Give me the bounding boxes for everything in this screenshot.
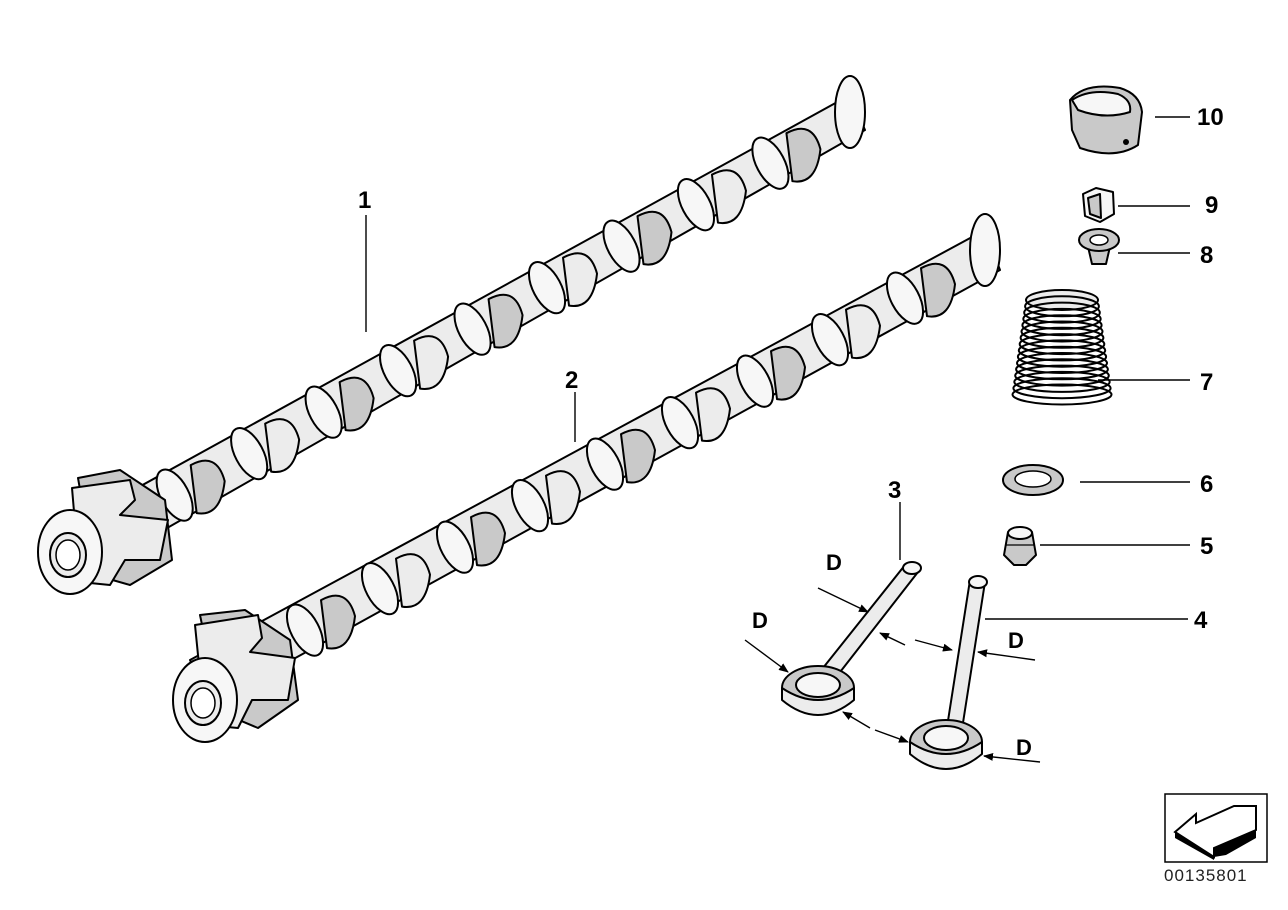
cam-journal — [660, 396, 700, 450]
callout-8: 8 — [1200, 242, 1213, 269]
spring-coil — [1016, 352, 1108, 374]
bucket-tappet — [1069, 85, 1143, 155]
cam-lobe — [320, 594, 356, 650]
dimension-label-d-head-4: D — [1016, 735, 1032, 760]
cam-lobe — [620, 428, 656, 484]
cam-journal — [510, 479, 550, 533]
valve-4 — [909, 575, 988, 770]
spring-coil — [1017, 339, 1107, 362]
spring-seat-washer — [1002, 464, 1064, 496]
callout-2: 2 — [565, 367, 578, 394]
callout-5: 5 — [1200, 533, 1213, 560]
cam-journal — [379, 344, 418, 398]
cam-journal — [435, 520, 475, 574]
callout-3: 3 — [888, 477, 901, 504]
cam-lobe — [413, 335, 450, 391]
callout-6: 6 — [1200, 471, 1213, 498]
cam-journal — [885, 271, 925, 325]
callout-4: 4 — [1194, 607, 1208, 634]
cam-lobe — [545, 470, 581, 526]
cam-journal — [676, 178, 716, 232]
dimension-label-d-stem-4: D — [1008, 628, 1024, 653]
cam-lobe — [636, 210, 673, 266]
cam-journal — [453, 302, 492, 356]
cam-lobe — [264, 418, 301, 473]
cam-journal — [360, 562, 400, 616]
cam-lobe — [785, 127, 822, 183]
cam-journal — [304, 385, 343, 439]
cam-journal — [602, 219, 641, 273]
reference-number: 00135801 — [1164, 866, 1248, 885]
spring-coil — [1023, 301, 1101, 324]
callout-9: 9 — [1205, 192, 1218, 219]
spring-coil — [1020, 320, 1104, 343]
cam-journal — [735, 354, 775, 408]
direction-arrow-icon — [1164, 793, 1268, 863]
valve-spring — [1011, 289, 1113, 406]
spring-coil — [1019, 326, 1105, 349]
dimension-label-d-stem-3: D — [826, 550, 842, 575]
cam-lobe — [338, 376, 375, 432]
cam-journal — [585, 437, 625, 491]
spring-coil — [1022, 307, 1102, 330]
callout-7: 7 — [1200, 369, 1213, 396]
leader-lines — [365, 116, 1190, 620]
camshaft-1 — [37, 75, 866, 595]
cam-lobe — [710, 169, 747, 225]
spring-coil — [1015, 358, 1109, 381]
spring-coil — [1018, 333, 1106, 356]
cam-journal — [230, 427, 269, 481]
callout-10: 10 — [1197, 104, 1224, 131]
cam-lobe — [487, 293, 524, 349]
cam-journal — [285, 603, 325, 657]
cam-lobe — [189, 459, 226, 515]
cam-journal — [810, 313, 850, 367]
dimension-label-d-head-3: D — [752, 608, 768, 633]
spring-coil — [1011, 383, 1113, 406]
cam-journal — [751, 136, 790, 190]
cam-lobe — [770, 345, 806, 401]
spring-coil — [1012, 377, 1112, 400]
spring-retainer — [1078, 228, 1120, 265]
cam-lobe — [562, 252, 599, 308]
spring-coil — [1016, 345, 1108, 368]
cam-lobe — [395, 553, 431, 608]
spring-coil — [1021, 314, 1103, 337]
valve-3 — [781, 561, 922, 716]
cam-lobe — [470, 511, 506, 567]
callout-1: 1 — [358, 187, 371, 214]
spring-coil — [1024, 295, 1100, 318]
spring-coil — [1014, 364, 1110, 387]
cam-journal — [527, 261, 567, 315]
spring-coil — [1025, 289, 1099, 311]
spring-coil — [1013, 370, 1111, 393]
cam-lobe — [695, 387, 731, 443]
dimension-lines — [744, 587, 1041, 763]
cam-lobe — [920, 262, 956, 318]
cam-lobe — [845, 304, 881, 360]
valve-keeper — [1082, 187, 1115, 223]
camshaft-2 — [172, 213, 1001, 743]
valve-stem-seal — [1003, 526, 1037, 566]
